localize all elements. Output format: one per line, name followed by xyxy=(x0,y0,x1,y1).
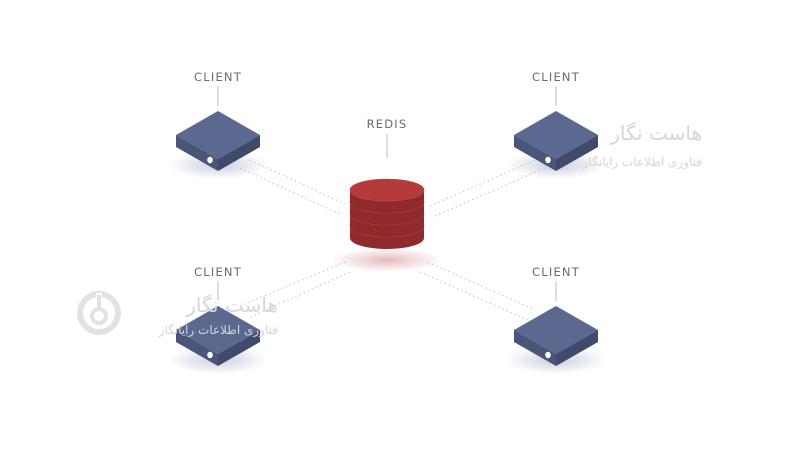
redis-shadow xyxy=(332,248,442,272)
client-left-face xyxy=(514,135,556,171)
clients xyxy=(168,111,606,374)
client-label-top-left: CLIENT xyxy=(194,70,242,84)
client-port-icon xyxy=(207,351,213,359)
client-left-face xyxy=(176,135,218,171)
connector-bottom-left-b xyxy=(247,271,351,319)
client-label-bottom-left: CLIENT xyxy=(194,265,242,279)
client-right-face xyxy=(556,330,598,366)
label-leaders xyxy=(217,86,557,301)
redis-disk-top xyxy=(349,178,425,202)
watermark-top-right: هاست نگار فناوری اطلاعات رایانگار xyxy=(582,121,702,170)
client-server-icon-bottom-right xyxy=(506,306,606,374)
client-left-face xyxy=(514,330,556,366)
watermark-subtitle: فناوری اطلاعات رایانگار xyxy=(158,323,278,338)
watermark-logo-icon xyxy=(77,291,121,335)
client-right-face xyxy=(218,330,260,366)
connector-bottom-left-a xyxy=(239,261,346,307)
client-left-face xyxy=(176,330,218,366)
connector-bottom-right-a xyxy=(427,261,536,311)
redis-database-icon xyxy=(332,178,442,272)
client-server-icon-top-left xyxy=(168,111,268,179)
client-label-bottom-right: CLIENT xyxy=(532,265,580,279)
connector-top-left-a xyxy=(239,167,341,215)
connector-top-right-b xyxy=(434,169,541,217)
watermark-subtitle: فناوری اطلاعات رایانگار xyxy=(582,155,702,170)
watermark-title: هاست نگار xyxy=(609,121,702,145)
client-port-icon xyxy=(545,156,551,164)
connector-bottom-right-b xyxy=(419,271,529,321)
watermark-left: هاست نگار فناوری اطلاعات رایانگار xyxy=(77,291,278,338)
client-port-icon xyxy=(207,156,213,164)
client-server-icon-bottom-left xyxy=(168,306,268,374)
redis-label: REDIS xyxy=(367,117,408,131)
client-port-icon xyxy=(545,351,551,359)
redis-disk-layer xyxy=(349,178,425,213)
client-label-top-right: CLIENT xyxy=(532,70,580,84)
client-right-face xyxy=(556,135,598,171)
client-server-icon-top-right xyxy=(506,111,606,179)
watermark-title: هاست نگار xyxy=(185,293,278,317)
client-right-face xyxy=(218,135,260,171)
